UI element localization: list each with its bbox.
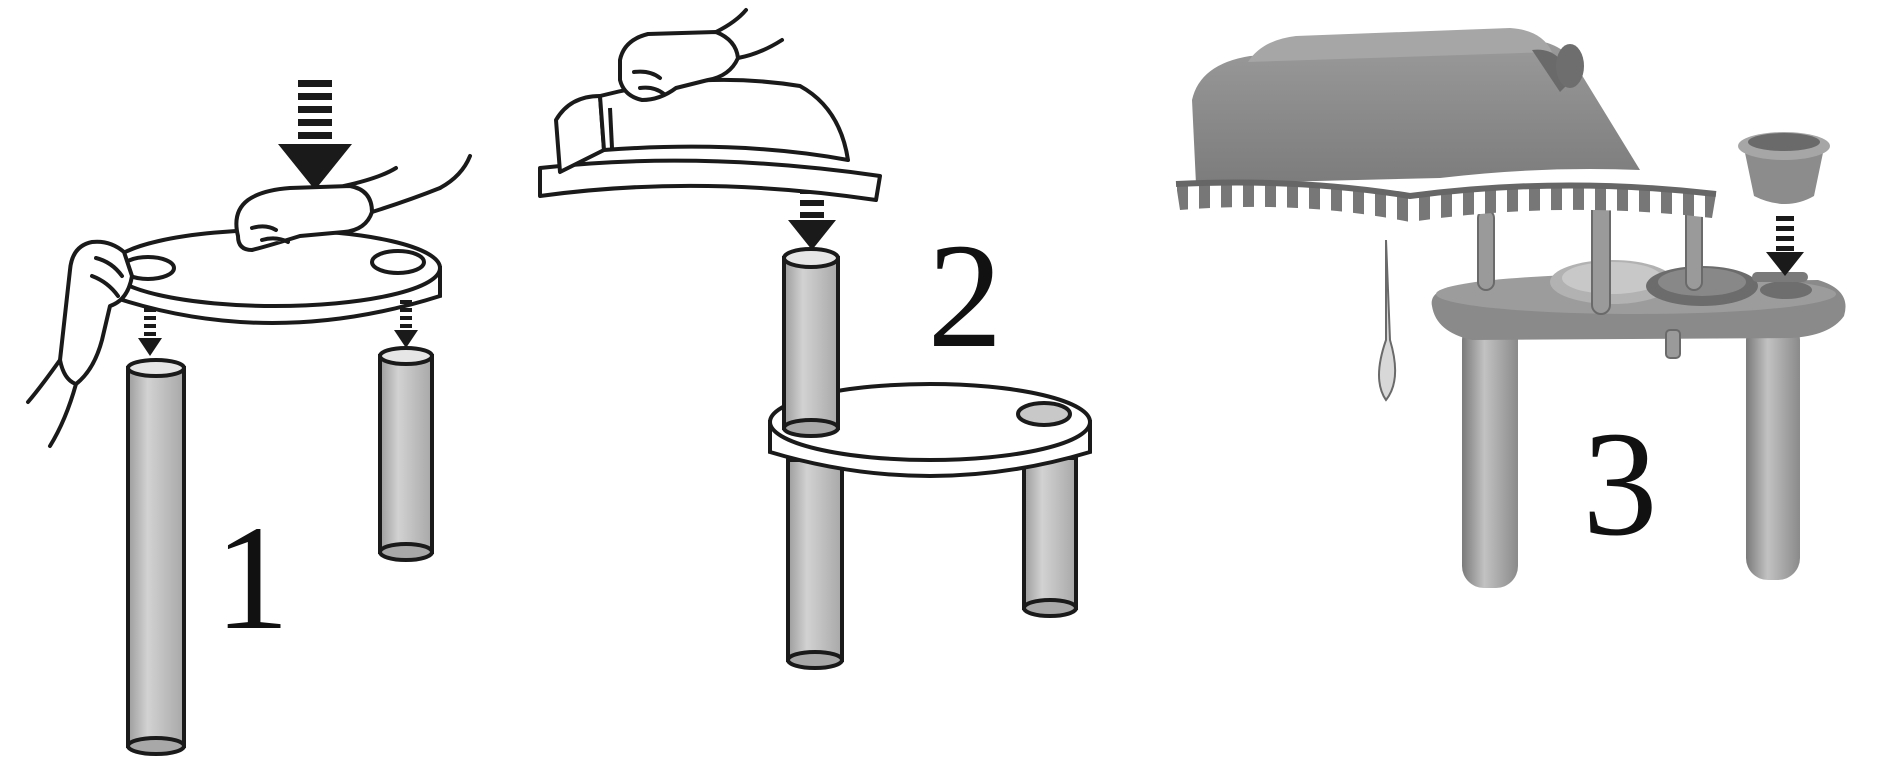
step-3-left-leg <box>1462 318 1518 588</box>
step-3-right-leg <box>1746 318 1800 580</box>
down-arrow-icon <box>138 308 162 356</box>
down-arrow-icon <box>278 80 352 190</box>
step-2-back-leg <box>1024 458 1076 616</box>
step-1-right-leg <box>380 348 432 560</box>
step-1-left-leg <box>128 360 184 754</box>
step-2-canopy <box>540 80 880 200</box>
step-2-number: 2 <box>928 213 1003 379</box>
step-1-illustration: 1 <box>28 80 470 754</box>
step-2-illustration: 2 <box>540 10 1090 668</box>
step-3-number: 3 <box>1583 401 1658 567</box>
step-3-cup <box>1738 132 1830 204</box>
hand-icon <box>28 242 132 446</box>
step-1-number: 1 <box>215 495 290 661</box>
step-2-front-leg <box>788 460 842 668</box>
down-arrow-icon <box>1766 216 1804 276</box>
step-3-illustration: 3 <box>1176 28 1846 588</box>
step-2-center-post <box>784 249 838 436</box>
step-3-canopy <box>1176 28 1716 222</box>
